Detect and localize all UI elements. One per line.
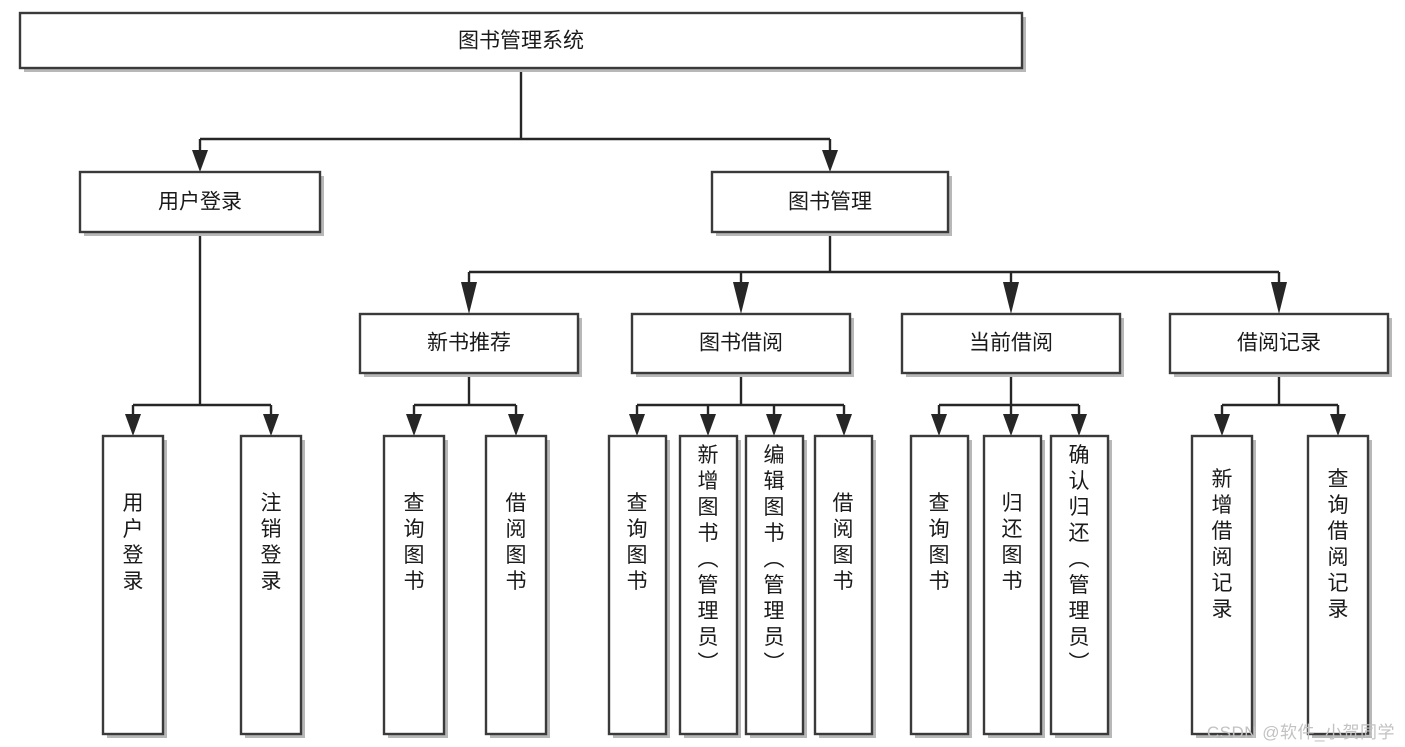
node-book-management-box[interactable] — [710, 170, 950, 234]
arrow-head-book-management — [822, 150, 838, 172]
node-book-borrow-box[interactable] — [630, 312, 852, 375]
node-book-borrow-label: 图书借阅 — [699, 332, 783, 355]
arrow-head-leaf-logout — [263, 414, 279, 436]
node-borrow-record-label: 借阅记录 — [1237, 332, 1321, 355]
node-user-login-box[interactable] — [78, 170, 322, 234]
arrow-head-leaf-query-book-1 — [406, 414, 422, 436]
node-leaf-borrow-book-1-label: 借阅图书 — [506, 492, 527, 593]
node-leaf-borrow-book-2-label: 借阅图书 — [833, 492, 854, 593]
node-user-login[interactable]: 用户登录 — [78, 170, 324, 236]
node-leaf-edit-book-admin-label: 编辑图书︵管理员︶ — [764, 444, 785, 675]
arrow-head-leaf-borrow-book-2 — [836, 414, 852, 436]
arrow-head-leaf-user-login — [125, 414, 141, 436]
node-root-label: 图书管理系统 — [458, 30, 584, 53]
node-leaf-add-book-admin-box[interactable] — [678, 434, 739, 736]
node-leaf-add-borrow-record-box[interactable] — [1190, 434, 1254, 736]
arrow-head-leaf-confirm-return-admin — [1071, 414, 1087, 436]
arrow-head-leaf-add-book-admin — [700, 414, 716, 436]
node-leaf-borrow-book-2-box[interactable] — [813, 434, 874, 736]
node-leaf-query-book-3[interactable]: 查询图书 — [909, 434, 972, 738]
node-leaf-user-login-box[interactable] — [101, 434, 165, 736]
node-new-book-recommend[interactable]: 新书推荐 — [358, 312, 582, 377]
node-leaf-query-book-1[interactable]: 查询图书 — [382, 434, 448, 738]
node-leaf-user-login-label: 用户登录 — [123, 492, 144, 593]
node-leaf-query-book-1-label: 查询图书 — [404, 492, 425, 593]
arrow-head-leaf-borrow-book-1 — [508, 414, 524, 436]
node-leaf-logout-label: 注销登录 — [261, 492, 282, 593]
node-leaf-edit-book-admin-box[interactable] — [744, 434, 805, 736]
node-leaf-add-borrow-record[interactable]: 新增借阅记录 — [1190, 434, 1256, 738]
arrow-head-leaf-return-book — [1003, 414, 1019, 436]
node-leaf-query-borrow-record-label: 查询借阅记录 — [1328, 468, 1349, 621]
node-current-borrow-box[interactable] — [900, 312, 1122, 375]
node-borrow-record[interactable]: 借阅记录 — [1168, 312, 1392, 377]
node-leaf-query-book-3-label: 查询图书 — [929, 492, 950, 593]
node-new-book-recommend-label: 新书推荐 — [427, 332, 511, 355]
node-leaf-confirm-return-admin-label: 确认归还︵管理员︶ — [1069, 444, 1090, 675]
node-root-box[interactable] — [18, 11, 1024, 70]
node-current-borrow-label: 当前借阅 — [969, 332, 1053, 355]
node-leaf-user-login[interactable]: 用户登录 — [101, 434, 167, 738]
arrow-head-book-borrow — [733, 282, 749, 314]
arrow-head-new-book-recommend — [461, 282, 477, 314]
node-new-book-recommend-box[interactable] — [358, 312, 580, 375]
node-book-management-label: 图书管理 — [788, 191, 872, 214]
connector-layer — [125, 68, 1346, 436]
node-leaf-query-borrow-record[interactable]: 查询借阅记录 — [1306, 434, 1372, 738]
node-root[interactable]: 图书管理系统 — [18, 11, 1026, 72]
csdn-watermark: CSDN @软件_小贺同学 — [1206, 723, 1395, 742]
node-leaf-query-book-1-box[interactable] — [382, 434, 446, 736]
node-leaf-confirm-return-admin-box[interactable] — [1049, 434, 1110, 736]
arrow-head-user-login — [192, 150, 208, 172]
node-leaf-return-book[interactable]: 归还图书 — [982, 434, 1045, 738]
node-borrow-record-box[interactable] — [1168, 312, 1390, 375]
node-leaf-edit-book-admin[interactable]: 编辑图书︵管理员︶ — [744, 434, 807, 738]
node-leaf-borrow-book-1-box[interactable] — [484, 434, 548, 736]
node-book-borrow[interactable]: 图书借阅 — [630, 312, 854, 377]
node-leaf-add-book-admin-label: 新增图书︵管理员︶ — [698, 444, 719, 675]
node-book-management[interactable]: 图书管理 — [710, 170, 952, 236]
node-leaf-return-book-box[interactable] — [982, 434, 1043, 736]
node-leaf-confirm-return-admin[interactable]: 确认归还︵管理员︶ — [1049, 434, 1112, 738]
node-layer: 图书管理系统 用户登录 图书管理 新书推荐 — [18, 11, 1392, 738]
arrow-head-leaf-query-book-3 — [931, 414, 947, 436]
node-leaf-logout[interactable]: 注销登录 — [239, 434, 305, 738]
arrow-head-leaf-query-borrow-record — [1330, 414, 1346, 436]
arrow-head-current-borrow — [1003, 282, 1019, 314]
arrow-head-leaf-add-borrow-record — [1214, 414, 1230, 436]
arrow-head-leaf-query-book-2 — [629, 414, 645, 436]
node-leaf-query-borrow-record-box[interactable] — [1306, 434, 1370, 736]
node-leaf-add-borrow-record-label: 新增借阅记录 — [1212, 468, 1233, 621]
node-leaf-add-book-admin[interactable]: 新增图书︵管理员︶ — [678, 434, 741, 738]
node-leaf-logout-box[interactable] — [239, 434, 303, 736]
node-leaf-borrow-book-2[interactable]: 借阅图书 — [813, 434, 876, 738]
node-leaf-query-book-2-label: 查询图书 — [627, 492, 648, 593]
node-leaf-borrow-book-1[interactable]: 借阅图书 — [484, 434, 550, 738]
node-leaf-query-book-2[interactable]: 查询图书 — [607, 434, 670, 738]
node-user-login-label: 用户登录 — [158, 191, 242, 214]
node-leaf-query-book-3-box[interactable] — [909, 434, 970, 736]
node-current-borrow[interactable]: 当前借阅 — [900, 312, 1124, 377]
arrow-head-leaf-edit-book-admin — [766, 414, 782, 436]
node-leaf-return-book-label: 归还图书 — [1002, 492, 1023, 593]
arrow-head-borrow-record — [1271, 282, 1287, 314]
node-leaf-query-book-2-box[interactable] — [607, 434, 668, 736]
